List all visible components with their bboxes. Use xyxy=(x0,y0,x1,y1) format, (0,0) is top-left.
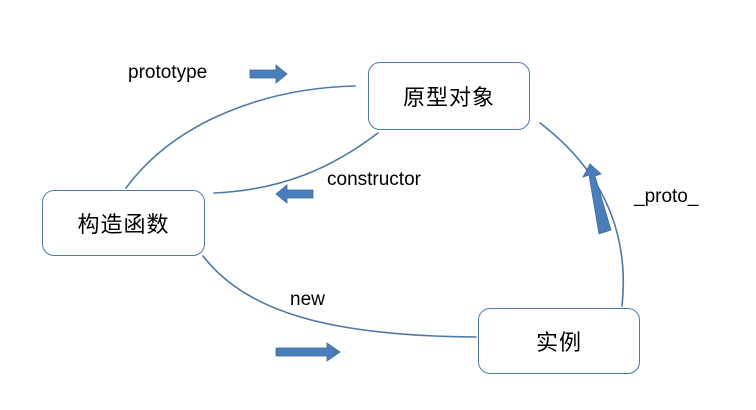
node-prototype-object-label: 原型对象 xyxy=(402,86,495,111)
constructor-curve xyxy=(213,132,379,194)
edge-label-prototype: prototype xyxy=(128,62,208,83)
new-curve xyxy=(202,255,477,338)
edge-label-new: new xyxy=(290,289,325,310)
proto-curve xyxy=(539,122,625,307)
new-arrow-icon xyxy=(275,342,341,362)
prototype-curve xyxy=(125,85,356,189)
constructor-arrow-icon xyxy=(275,184,314,204)
edge-label-constructor: constructor xyxy=(327,169,421,190)
proto-arrow-icon xyxy=(582,163,612,235)
prototype-arrow-icon xyxy=(249,64,288,84)
node-constructor-function[interactable]: 构造函数 xyxy=(42,190,205,256)
node-instance[interactable]: 实例 xyxy=(478,308,640,374)
node-instance-label: 实例 xyxy=(535,331,582,356)
edge-label-proto: _proto_ xyxy=(634,186,699,207)
node-constructor-function-label: 构造函数 xyxy=(77,213,170,238)
node-prototype-object[interactable]: 原型对象 xyxy=(368,62,530,130)
